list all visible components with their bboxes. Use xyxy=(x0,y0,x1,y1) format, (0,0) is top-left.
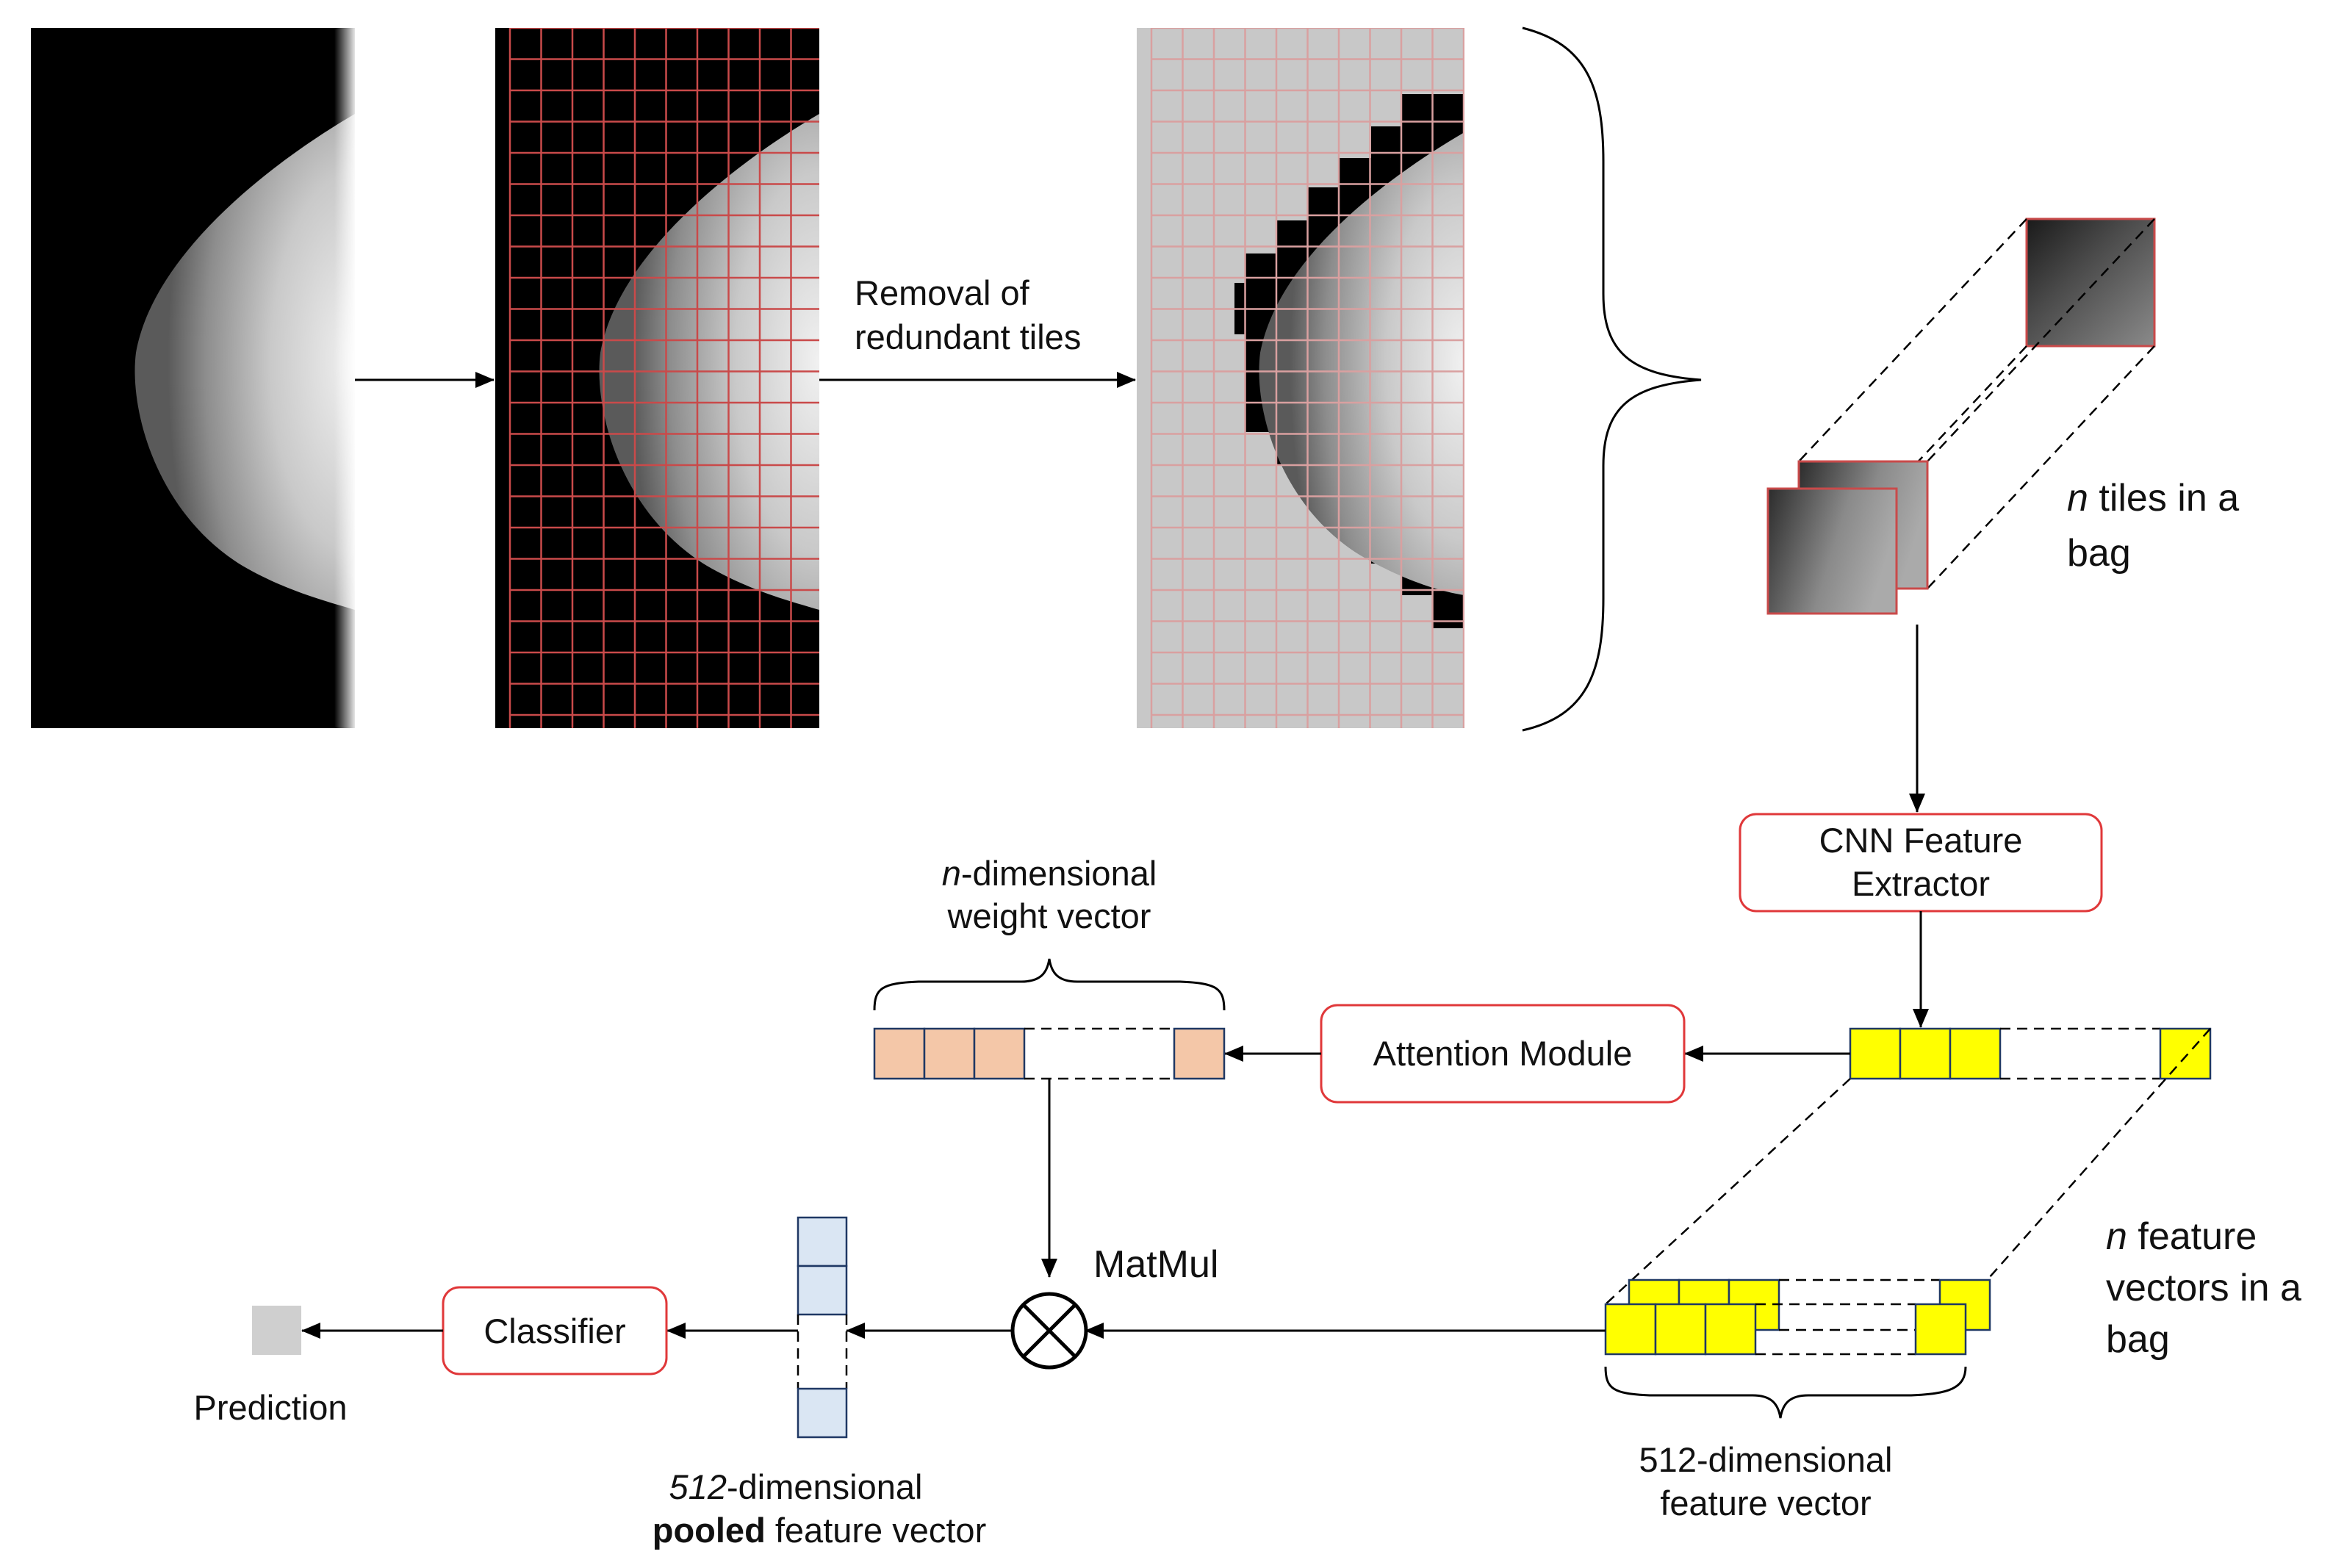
attention-module-box: Attention Module xyxy=(1320,1004,1686,1104)
feature-vector xyxy=(1849,1027,2212,1080)
bag-tile-back xyxy=(2025,217,2156,348)
pooled-label-line1: 512-dimensional xyxy=(669,1467,923,1506)
weight-vector-label-line1: n-dimensional xyxy=(942,854,1157,893)
weight-vector xyxy=(873,1027,1226,1080)
tiles-in-bag-label-line1: n tiles in a xyxy=(2067,477,2239,519)
matmul-label: MatMul xyxy=(1093,1243,1218,1286)
pooled-feature-vector xyxy=(797,1216,848,1439)
svg-text:Extractor: Extractor xyxy=(1852,864,1990,903)
tile-bag xyxy=(1766,217,2156,615)
bag-tile-front xyxy=(1766,487,1898,615)
prediction-label: Prediction xyxy=(194,1388,348,1427)
removal-label-line1: Removal of xyxy=(855,273,1030,312)
feature-vector-stack xyxy=(1604,1028,2211,1356)
feature-512-label-line2: feature vector xyxy=(1660,1484,1871,1522)
svg-text:Classifier: Classifier xyxy=(484,1312,625,1351)
tile-grid-filtered xyxy=(1150,28,1464,728)
mammogram-original-image xyxy=(31,28,355,728)
tiles-in-bag-label-line2: bag xyxy=(2067,532,2131,575)
pooled-label-line2: pooled feature vector xyxy=(653,1511,986,1550)
feature-vectors-label-line1: n feature xyxy=(2106,1215,2257,1258)
tile-grid xyxy=(508,28,819,728)
removal-label-line2: redundant tiles xyxy=(855,317,1081,356)
feature-vector-512-brace xyxy=(1604,1366,1967,1419)
feature-vectors-label-line2: vectors in a xyxy=(2106,1267,2301,1309)
feature-vectors-label-line3: bag xyxy=(2106,1318,2170,1361)
svg-text:CNN Feature: CNN Feature xyxy=(1819,821,2023,860)
svg-text:Attention Module: Attention Module xyxy=(1373,1034,1633,1073)
feature-512-label-line1: 512-dimensional xyxy=(1639,1440,1893,1479)
tiled-mammogram-image xyxy=(495,28,819,728)
weight-vector-brace xyxy=(873,958,1226,1011)
matmul-operator-icon xyxy=(1010,1292,1088,1370)
prediction-output-box xyxy=(252,1306,301,1355)
bag-brace xyxy=(1522,26,1702,732)
cnn-feature-extractor-box: CNN Feature Extractor xyxy=(1739,813,2103,913)
filtered-tiles-image xyxy=(1137,28,1464,728)
classifier-box: Classifier xyxy=(442,1286,668,1375)
weight-vector-label-line2: weight vector xyxy=(947,896,1151,935)
